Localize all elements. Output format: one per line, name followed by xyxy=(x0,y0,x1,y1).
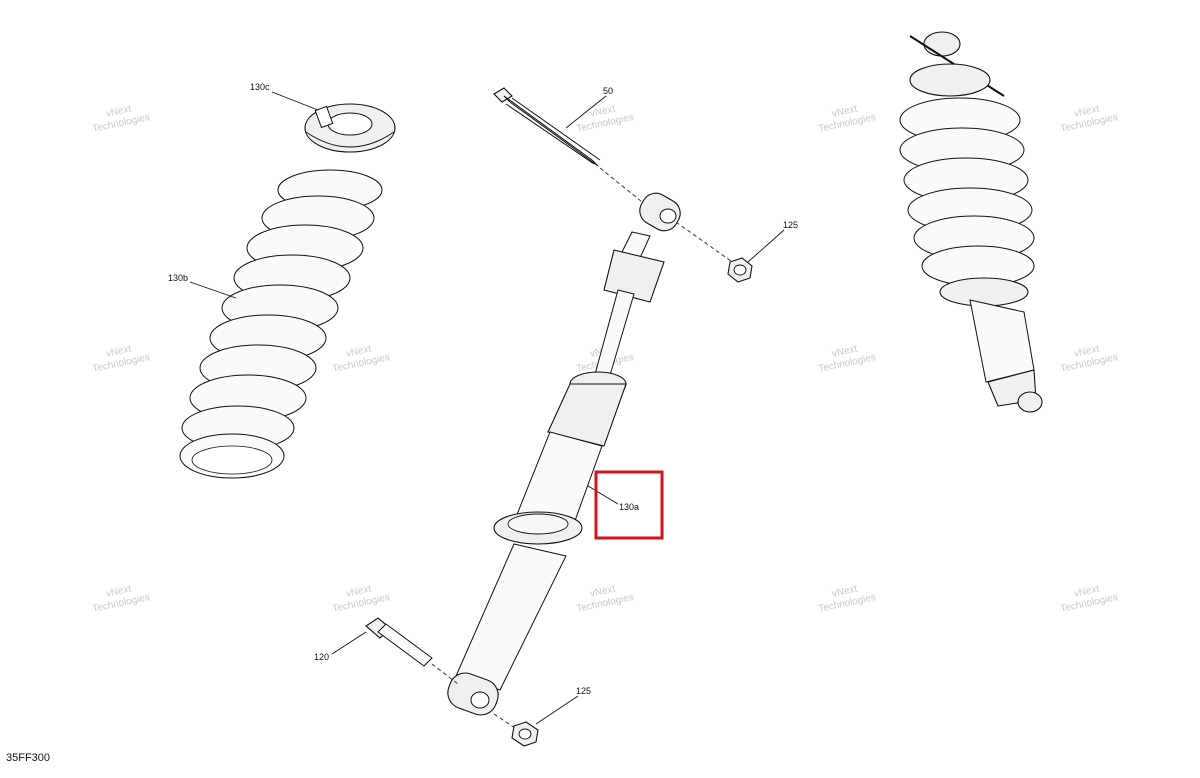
callout-125-top: 125 xyxy=(747,220,798,263)
part-130a-shock-absorber xyxy=(447,192,681,716)
assembled-shock-spring xyxy=(899,31,1043,413)
watermark-line1: vNext xyxy=(1073,584,1101,600)
callout-label-130b: 130b xyxy=(168,273,188,283)
callout-label-125-bottom: 125 xyxy=(576,686,591,696)
watermark-line1: vNext xyxy=(589,104,617,120)
watermark-line1: vNext xyxy=(831,104,859,120)
part-120-bolt xyxy=(365,617,433,667)
watermark: vNext Technologies xyxy=(331,344,390,375)
watermark-line1: vNext xyxy=(345,344,373,360)
watermark-line1: vNext xyxy=(105,104,133,120)
part-125-nut-top xyxy=(727,257,753,283)
watermark: vNext Technologies xyxy=(91,344,150,375)
diagram-reference-code: 35FF300 xyxy=(6,752,51,764)
part-130b-coil-spring xyxy=(179,169,383,479)
callout-label-125-top: 125 xyxy=(783,220,798,230)
callout-130b: 130b xyxy=(168,273,237,299)
watermark-line1: vNext xyxy=(831,584,859,600)
watermark: vNext Technologies xyxy=(91,104,150,135)
watermark: vNext Technologies xyxy=(817,584,876,615)
part-125-nut-bottom xyxy=(511,721,539,747)
watermark-line1: vNext xyxy=(105,584,133,600)
watermark: vNext Technologies xyxy=(1059,344,1118,375)
part-50-bolt xyxy=(493,87,601,167)
watermark: vNext Technologies xyxy=(1059,104,1118,135)
watermark-line1: vNext xyxy=(1073,104,1101,120)
watermark: vNext Technologies xyxy=(91,584,150,615)
watermark: vNext Technologies xyxy=(575,104,634,135)
part-130c-spring-retainer xyxy=(304,103,396,153)
watermark: vNext Technologies xyxy=(1059,584,1118,615)
callout-130c: 130c xyxy=(250,82,319,111)
callout-highlight-box xyxy=(594,470,664,540)
callout-label-130a: 130a xyxy=(619,502,639,512)
callout-label-120: 120 xyxy=(314,652,329,662)
watermark: vNext Technologies xyxy=(575,584,634,615)
dash-bolt-to-bottom-eye xyxy=(431,663,459,685)
watermark: vNext Technologies xyxy=(817,344,876,375)
callout-125-bottom: 125 xyxy=(535,686,591,725)
watermark-line1: vNext xyxy=(589,584,617,600)
callout-label-130c: 130c xyxy=(250,82,270,92)
watermark-line1: vNext xyxy=(105,344,133,360)
watermark: vNext Technologies xyxy=(817,104,876,135)
dash-eye-to-nut xyxy=(675,221,739,267)
callout-label-50: 50 xyxy=(603,86,613,96)
callout-50: 50 xyxy=(565,86,613,129)
callout-120: 120 xyxy=(314,631,367,662)
watermark: vNext Technologies xyxy=(331,584,390,615)
watermark-line1: vNext xyxy=(1073,344,1101,360)
watermark-line1: vNext xyxy=(831,344,859,360)
callout-130a: 130a xyxy=(587,470,664,540)
watermark-line1: vNext xyxy=(345,584,373,600)
